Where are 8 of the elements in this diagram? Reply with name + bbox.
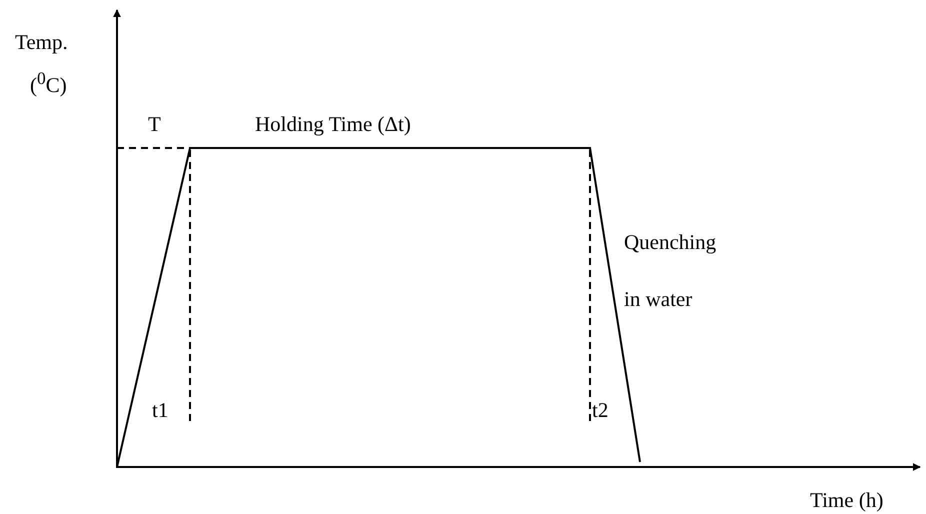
axis-label: Temp. [15, 30, 68, 54]
axis-label: Time (h) [810, 488, 884, 512]
stage-label: Holding Time (Δt) [255, 112, 411, 136]
temperature-label: T [148, 112, 161, 136]
time-label: t2 [592, 398, 608, 422]
stage-label: Quenching in water [624, 228, 718, 312]
unit-label: ($^{0}$C) [30, 67, 67, 97]
time-label: t1 [152, 398, 168, 422]
